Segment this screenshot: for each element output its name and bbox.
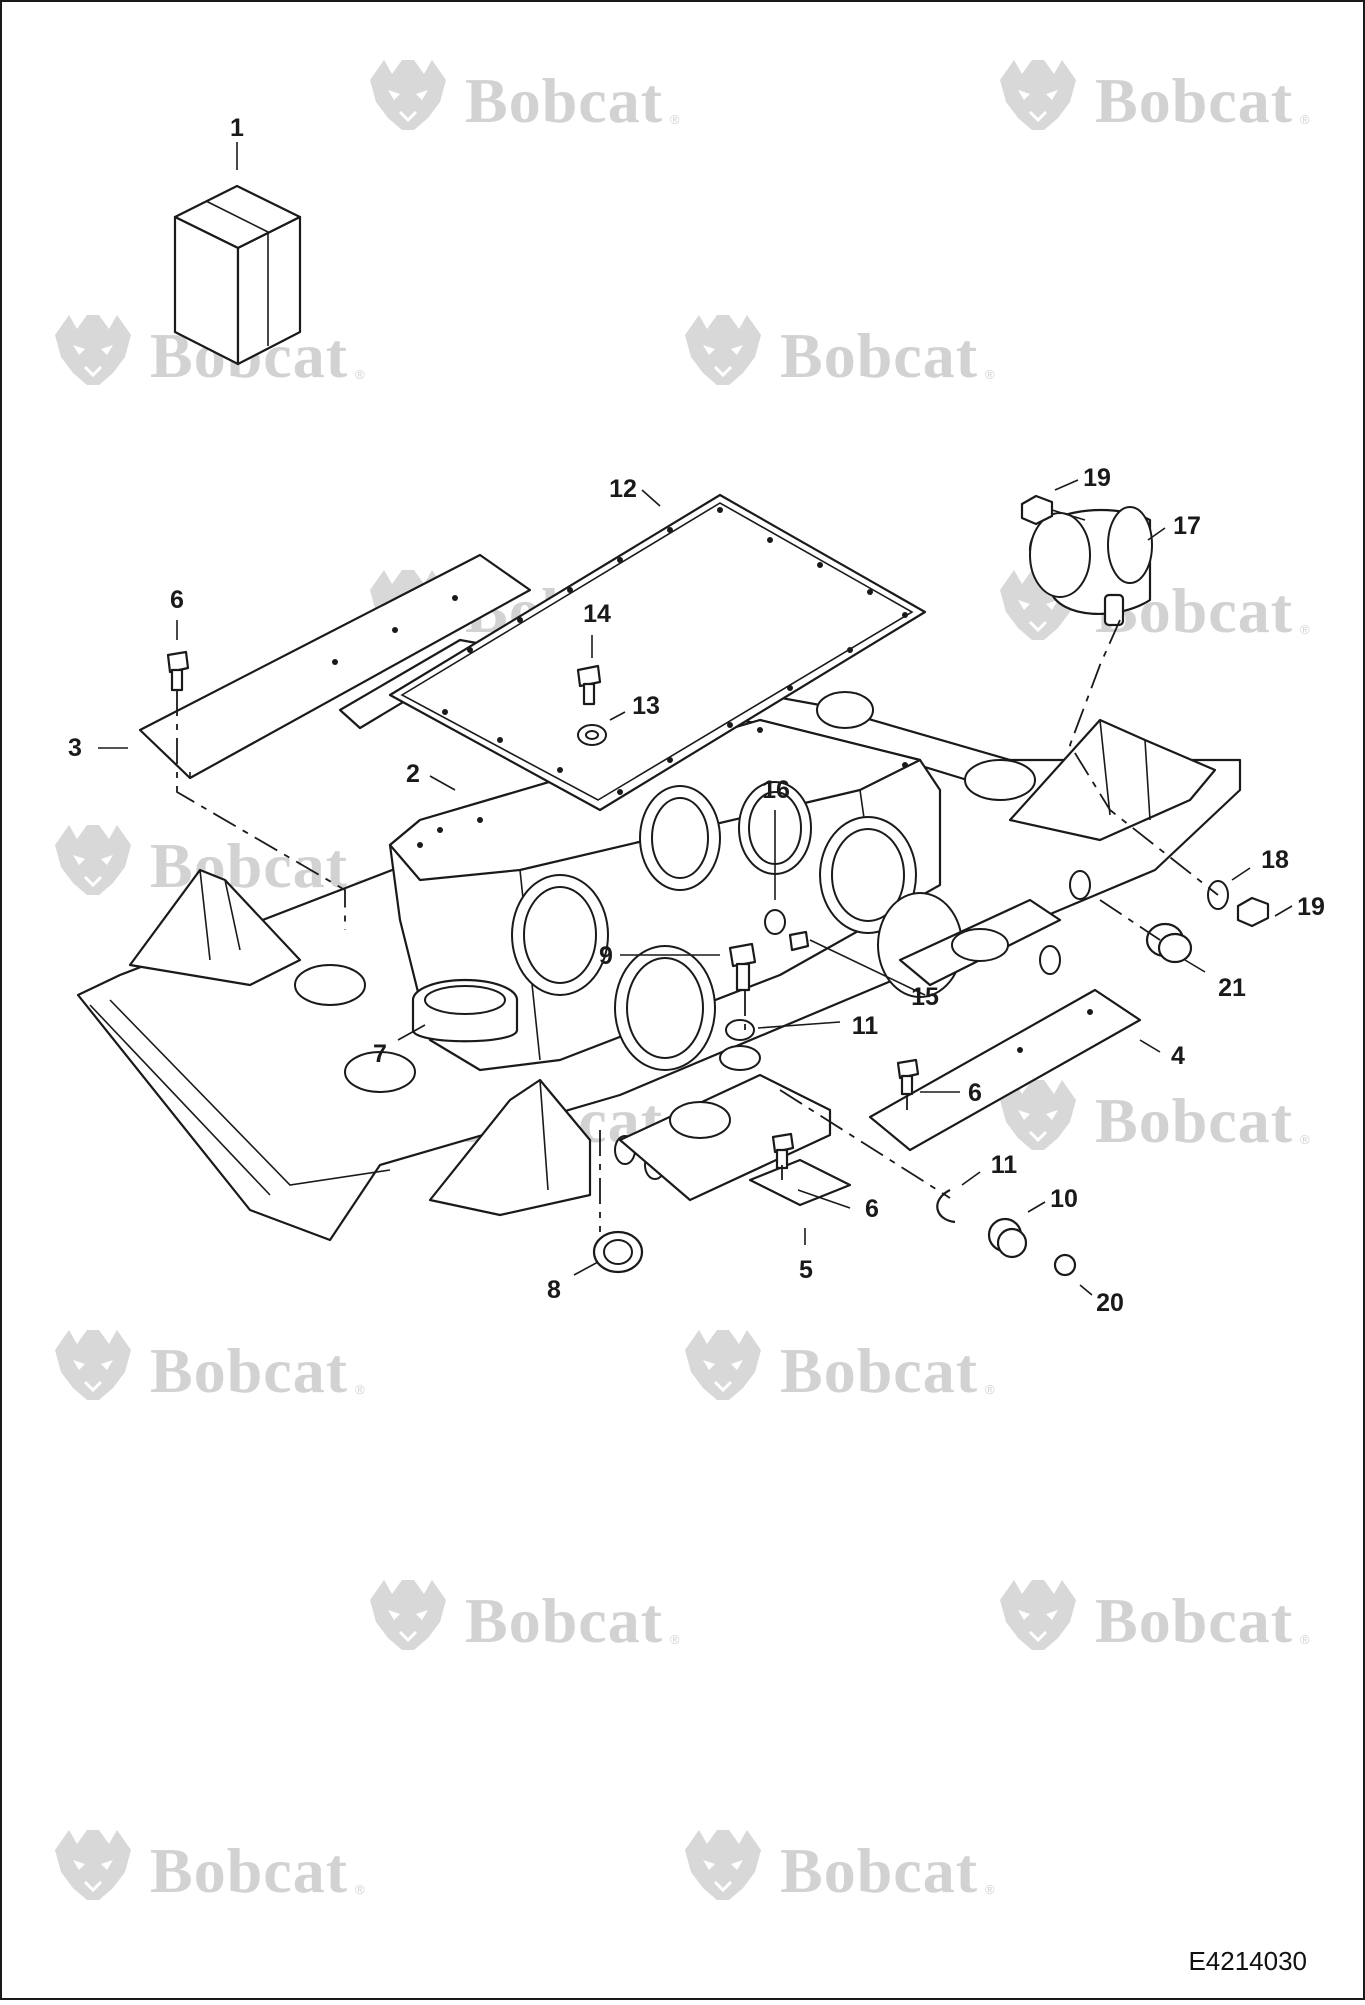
part-9-plug <box>620 942 757 992</box>
bobcat-watermark: Bobcat ® <box>53 1828 365 1906</box>
watermark-brand-text: Bobcat <box>465 65 663 136</box>
part-16-pin <box>764 810 786 935</box>
part-20-cap <box>1053 1253 1093 1296</box>
watermark-registered-mark: ® <box>1300 1132 1310 1147</box>
watermark-brand-text: Bobcat <box>1095 1585 1293 1656</box>
callout-2: 2 <box>406 760 420 788</box>
callout-10: 10 <box>1050 1185 1078 1213</box>
bobcat-watermark: Bobcat ® <box>998 1578 1310 1656</box>
part-11-seal-center <box>719 1019 841 1071</box>
bobcat-watermark: Bobcat ® <box>998 1078 1310 1156</box>
watermark-registered-mark: ® <box>985 1382 995 1397</box>
bobcat-logo-icon <box>53 1828 133 1902</box>
watermark-brand-text: Bobcat <box>465 1585 663 1656</box>
part-10-fitting <box>987 1201 1046 1259</box>
callout-labels: 1 2 3 4 5 6 6 6 7 8 9 10 11 11 12 13 14 … <box>68 114 1325 1317</box>
part-14-bolt <box>576 635 602 706</box>
watermark-registered-mark: ® <box>355 367 365 382</box>
callout-19-upper: 19 <box>1083 464 1111 492</box>
callout-8: 8 <box>547 1276 561 1304</box>
bobcat-watermark: Bobcat ® <box>368 58 680 136</box>
bobcat-watermark: Bobcat ® <box>683 313 995 391</box>
bobcat-watermark: Bobcat ® <box>368 1578 680 1656</box>
bobcat-watermark: Bobcat ® <box>998 58 1310 136</box>
bobcat-logo-icon <box>53 313 133 387</box>
callout-13: 13 <box>632 692 660 720</box>
part-2-undercarriage-frame <box>76 638 1242 1242</box>
callout-15: 15 <box>911 983 939 1011</box>
watermark-brand-text: Bobcat <box>780 1335 978 1406</box>
watermark-registered-mark: ® <box>670 1632 680 1647</box>
part-19-nut-upper <box>1020 479 1086 526</box>
callout-14: 14 <box>583 600 611 628</box>
bobcat-logo-icon <box>368 58 448 132</box>
watermark-brand-text: Bobcat <box>150 1335 348 1406</box>
assembly-centerlines <box>176 619 1219 1232</box>
callout-7: 7 <box>373 1040 387 1068</box>
watermark-registered-mark: ® <box>1300 1632 1310 1647</box>
bobcat-logo-icon <box>53 1328 133 1402</box>
callout-18: 18 <box>1261 846 1289 874</box>
callout-4: 4 <box>1171 1042 1185 1070</box>
part-3-cover-plate <box>98 553 532 780</box>
bobcat-logo-icon <box>683 313 763 387</box>
bobcat-watermark: Bobcat ® <box>683 1828 995 1906</box>
watermark-brand-text: Bobcat <box>150 1835 348 1906</box>
part-6-bolt-center <box>771 1132 851 1209</box>
bobcat-logo-icon <box>998 58 1078 132</box>
callout-11-right: 11 <box>991 1151 1018 1179</box>
part-19-nut-lower <box>1236 896 1293 928</box>
watermark-registered-mark: ® <box>985 1882 995 1897</box>
callout-9: 9 <box>599 942 613 970</box>
part-6-bolt-left <box>166 620 190 692</box>
watermark-brand-text: Bobcat <box>1095 65 1293 136</box>
callout-20: 20 <box>1096 1289 1124 1317</box>
bobcat-logo-icon <box>368 1578 448 1652</box>
part-8-bushing <box>573 1230 644 1276</box>
watermark-registered-mark: ® <box>1300 622 1310 637</box>
callout-6-right: 6 <box>968 1079 982 1107</box>
callout-16: 16 <box>762 776 790 804</box>
bobcat-watermark: Bobcat ® <box>683 1328 995 1406</box>
watermark-registered-mark: ® <box>355 1882 365 1897</box>
callout-6-left: 6 <box>170 586 184 614</box>
callout-3: 3 <box>68 734 82 762</box>
watermark-registered-mark: ® <box>1300 112 1310 127</box>
watermark-registered-mark: ® <box>670 112 680 127</box>
part-15-screw <box>788 930 926 996</box>
part-13-washer <box>577 711 626 746</box>
callout-17: 17 <box>1173 512 1201 540</box>
callout-5: 5 <box>799 1256 813 1284</box>
callout-11-center: 11 <box>852 1012 879 1040</box>
bobcat-logo-icon <box>998 1578 1078 1652</box>
part-7-cap <box>397 978 519 1043</box>
watermark-brand-text: Bobcat <box>1095 1085 1293 1156</box>
bobcat-logo-icon <box>53 823 133 897</box>
bobcat-watermark: Bobcat ® <box>53 1328 365 1406</box>
callout-12: 12 <box>609 475 637 503</box>
callout-19-lower: 19 <box>1297 893 1325 921</box>
watermark-brand-text: Bobcat <box>150 830 348 901</box>
part-12-top-cover-plate <box>388 489 927 812</box>
callout-1: 1 <box>230 114 244 142</box>
watermark-brand-text: Bobcat <box>780 1835 978 1906</box>
watermark-registered-mark: ® <box>355 1382 365 1397</box>
part-21-plug <box>1145 922 1206 973</box>
watermark-layer: Bobcat®Bobcat®Bobcat®Bobcat®Bobcat®Bobca… <box>53 58 1310 1906</box>
part-4-cover-plate <box>868 988 1161 1152</box>
bobcat-logo-icon <box>683 1828 763 1902</box>
callout-21: 21 <box>1218 974 1246 1002</box>
drawing-reference-number: E4214030 <box>1188 1946 1307 1976</box>
watermark-registered-mark: ® <box>985 367 995 382</box>
callout-6-center: 6 <box>865 1195 879 1223</box>
watermark-brand-text: Bobcat <box>780 320 978 391</box>
part-1-box <box>173 142 302 366</box>
part-11-seal-right <box>936 1171 981 1224</box>
part-6-bolt-right <box>896 1058 960 1096</box>
bobcat-logo-icon <box>683 1328 763 1402</box>
